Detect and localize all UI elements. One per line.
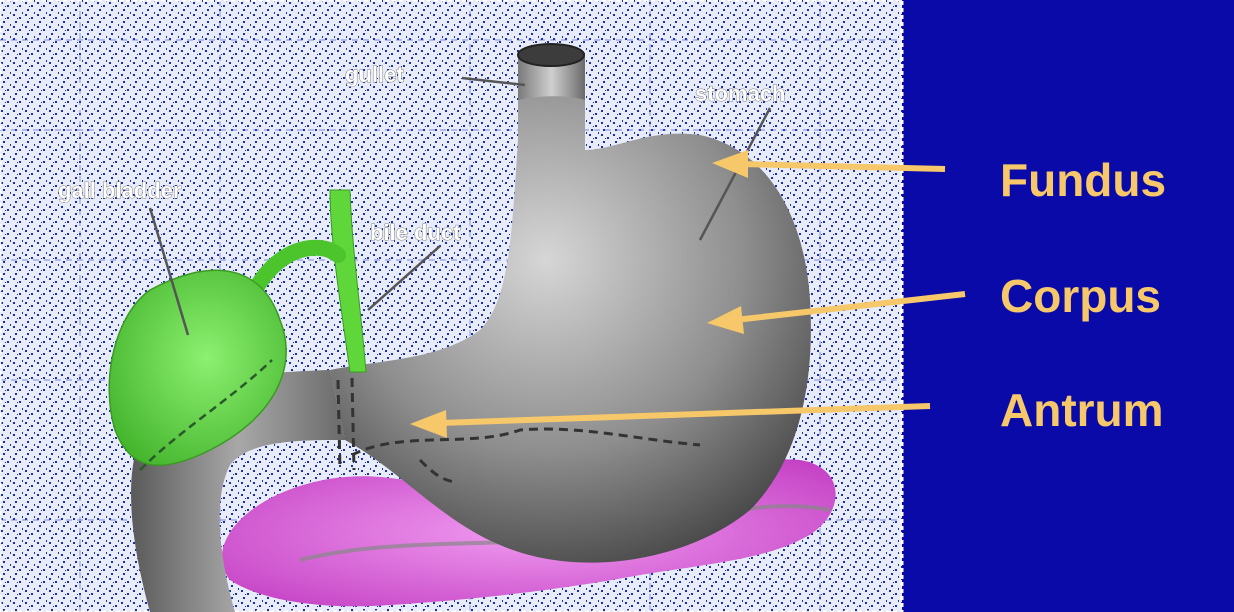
label-gullet: gullet: [345, 62, 404, 87]
label-stomach: stomach: [695, 81, 785, 106]
region-label-corpus: Corpus: [1000, 273, 1161, 319]
label-bile-duct: bile duct: [370, 220, 461, 245]
label-gall-bladder: gall bladder: [58, 178, 182, 203]
region-label-fundus: Fundus: [1000, 157, 1166, 203]
gullet-opening: [518, 44, 584, 66]
region-label-antrum: Antrum: [1000, 387, 1164, 433]
